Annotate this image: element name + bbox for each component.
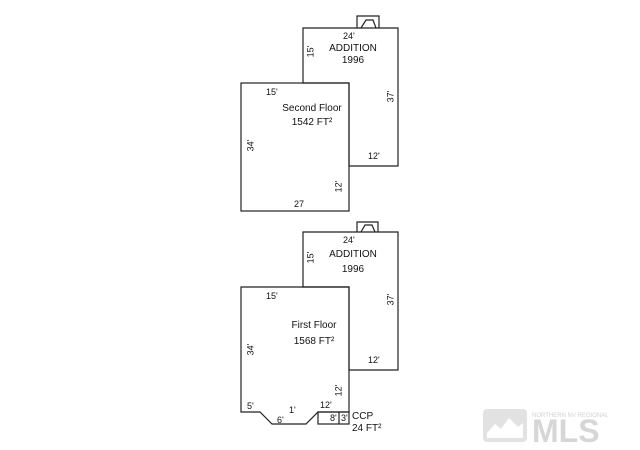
- lower-addition-label: ADDITION: [329, 249, 377, 260]
- first-floor-name: First Floor: [291, 320, 337, 331]
- second-floor-top-dim: 15': [266, 87, 278, 97]
- second-floor-name: Second Floor: [282, 103, 342, 114]
- ccp-width-dim: 8': [330, 413, 337, 423]
- bay-center-dim: 6': [277, 415, 284, 425]
- lower-addition-year: 1996: [341, 264, 365, 275]
- ccp-label: CCP: [352, 411, 374, 422]
- upper-addition-top-dim: 24': [343, 31, 355, 41]
- watermark-brand: MLS: [532, 413, 600, 444]
- lower-addition-bottom-dim: 12': [368, 355, 380, 365]
- second-floor-left-dim: 34': [245, 139, 256, 152]
- upper-chimney: [356, 15, 380, 29]
- watermark-tagline: NORTHERN NV REGIONAL: [532, 413, 609, 419]
- second-floor-inner-dim: 12': [333, 180, 344, 193]
- first-floor-inner-dim-bottom: 12': [320, 400, 332, 410]
- lower-addition-left-dim: 15': [305, 251, 316, 264]
- upper-addition-right-dim: 37': [385, 90, 396, 103]
- upper-addition-label: ADDITION: [329, 43, 377, 54]
- second-floor-bottom-dim: 27: [294, 199, 305, 209]
- ccp-depth-dim: 3': [341, 413, 348, 423]
- first-floor-area: 1568 FT²: [293, 336, 335, 347]
- lower-addition-top-dim: 24': [343, 235, 355, 245]
- second-floor-area: 1542 FT²: [291, 117, 333, 128]
- lower-addition-right-dim: 37': [385, 293, 396, 306]
- ccp-outline: [317, 411, 350, 425]
- first-floor-left-dim: 34': [245, 343, 256, 356]
- mls-watermark-logo: NORTHERN NV REGIONAL MLS: [482, 406, 634, 449]
- second-floor-outline: [240, 82, 350, 212]
- upper-addition-bottom-dim: 12': [368, 151, 380, 161]
- bay-left-dim: 5': [247, 401, 254, 411]
- bay-right-dim: 1': [289, 405, 296, 415]
- lower-chimney: [356, 221, 379, 233]
- first-floor-inner-dim-right: 12': [333, 384, 344, 397]
- upper-addition-year: 1996: [341, 55, 365, 66]
- upper-addition-left-dim: 15': [305, 45, 316, 58]
- first-floor-outline: [240, 286, 350, 425]
- first-floor-top-dim: 15': [266, 291, 278, 301]
- ccp-area: 24 FT²: [352, 423, 382, 434]
